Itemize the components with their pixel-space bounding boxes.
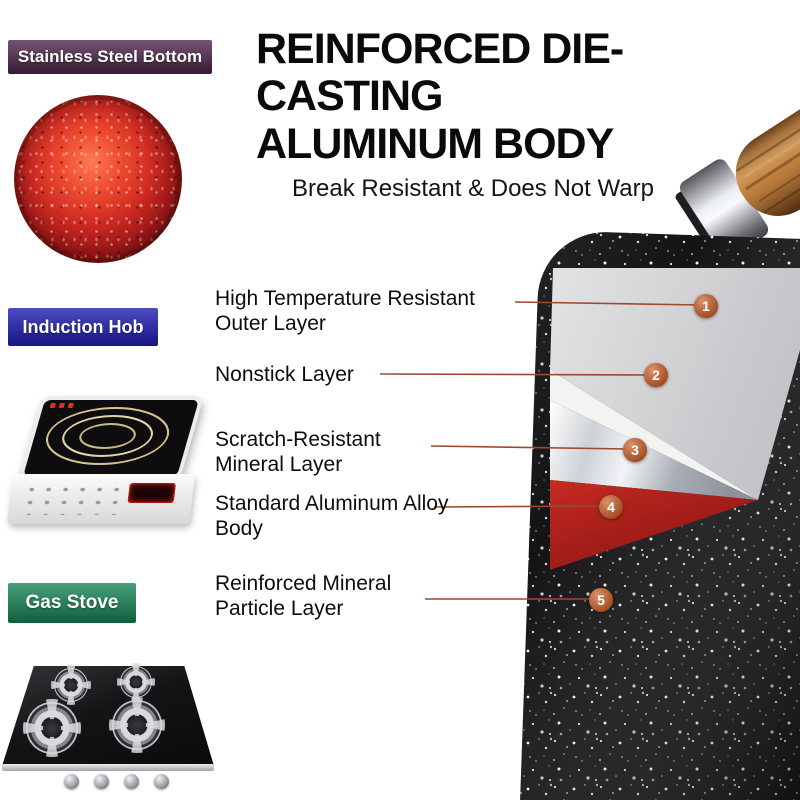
induction-led-display	[127, 483, 176, 503]
gas-stove-image	[0, 652, 218, 798]
callout-marker-1: 1	[694, 294, 718, 318]
badge-gas-stove: Gas Stove	[8, 583, 136, 623]
callout-line-1	[514, 301, 701, 306]
heated-pan-bottom-image	[14, 95, 182, 263]
callout-line-3	[430, 445, 630, 450]
pan-granite-surface	[517, 229, 800, 800]
induction-indicator-mark	[58, 403, 66, 408]
gas-burner	[23, 699, 81, 757]
callout-label-mineral-particle-layer: Reinforced Mineral Particle Layer	[215, 572, 392, 620]
induction-buttons	[20, 483, 128, 515]
gas-stove-front-edge	[2, 764, 214, 771]
header: REINFORCED DIE-CASTING ALUMINUM BODY Bre…	[256, 25, 800, 203]
induction-indicator-mark	[67, 403, 75, 408]
callout-label-aluminum-alloy-body: Standard Aluminum Alloy Body	[215, 492, 449, 540]
page-title-line-2: ALUMINUM BODY	[256, 119, 614, 168]
induction-glass-surface	[17, 396, 205, 480]
gas-burner	[109, 697, 165, 753]
layer-wedge-nonstick-white	[550, 370, 758, 500]
callout-line-4	[433, 505, 606, 508]
gas-stove-knob	[154, 774, 169, 789]
callout-label-high-temp-outer-layer: High Temperature Resistant Outer Layer	[215, 287, 475, 335]
callout-marker-2: 2	[644, 363, 668, 387]
badge-stainless-steel-bottom: Stainless Steel Bottom	[8, 40, 212, 74]
gas-stove-knob	[124, 774, 139, 789]
layer-wedge-mineral-silver	[550, 400, 758, 500]
pan-body	[517, 229, 800, 800]
callout-label-nonstick-layer: Nonstick Layer	[215, 363, 354, 386]
badge-induction-hob: Induction Hob	[8, 308, 158, 346]
gas-stove-knob	[94, 774, 109, 789]
page-subtitle: Break Resistant & Does Not Warp	[292, 174, 654, 202]
callout-marker-3: 3	[623, 438, 647, 462]
callout-label-scratch-resistant-mineral-layer: Scratch-Resistant Mineral Layer	[215, 428, 381, 476]
induction-indicator-mark	[49, 403, 57, 408]
induction-control-panel	[6, 474, 196, 524]
page-title-line-1: REINFORCED DIE-CASTING	[256, 25, 624, 121]
layer-wedge-aluminum-red	[550, 480, 758, 570]
induction-hob-image	[6, 396, 205, 532]
gas-burner	[117, 663, 155, 701]
callout-marker-5: 5	[589, 588, 613, 612]
gas-stove-knob	[64, 774, 79, 789]
layer-wedge-outer-gray	[550, 268, 800, 500]
callout-marker-4: 4	[599, 495, 623, 519]
gas-burner	[51, 665, 91, 705]
